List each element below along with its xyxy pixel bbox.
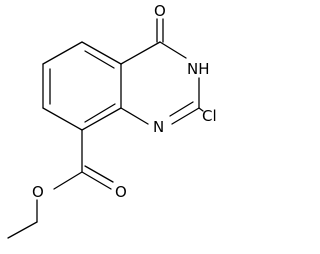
bond-inner-c7-c8 bbox=[84, 103, 116, 123]
bond-carbonyl-oether bbox=[53, 171, 83, 190]
bond-carbonyl-o bbox=[81, 171, 112, 190]
atom-oxygen-ester-ether: O bbox=[32, 183, 44, 201]
atom-oxygen-ester-carbonyl: O bbox=[115, 183, 127, 201]
ketone-group bbox=[156, 18, 164, 43]
bond-n1-c8a bbox=[120, 107, 149, 125]
atom-nitrogen: N bbox=[153, 118, 164, 136]
atom-nh: NH bbox=[187, 60, 210, 78]
bond-c4-n3 bbox=[159, 41, 187, 59]
bond-c2-cl bbox=[198, 107, 204, 112]
bond-carbonyl-o-double bbox=[84, 165, 114, 183]
bond-c7-c8 bbox=[81, 107, 122, 131]
bond-c4a-c4 bbox=[120, 41, 161, 65]
molecule-canvas: O NH N Cl O O bbox=[7, 2, 217, 239]
bond-c4a-c5 bbox=[42, 41, 83, 65]
benzene-ring bbox=[42, 41, 122, 131]
bond-c8a-c4a bbox=[81, 41, 122, 65]
bond-c6-c7 bbox=[42, 107, 83, 131]
pyrimidine-ring bbox=[120, 41, 200, 125]
atom-chlorine: Cl bbox=[202, 107, 217, 125]
bond-ch2-ch3 bbox=[7, 221, 38, 239]
ester-group bbox=[7, 129, 114, 239]
bond-c2-n1-double bbox=[169, 101, 194, 117]
chemical-structure: O NH N Cl O O bbox=[7, 2, 217, 239]
bond-inner-c8a-c4a bbox=[84, 50, 115, 69]
atom-oxygen-ketone: O bbox=[154, 2, 166, 20]
bond-c2-n1 bbox=[171, 107, 200, 125]
